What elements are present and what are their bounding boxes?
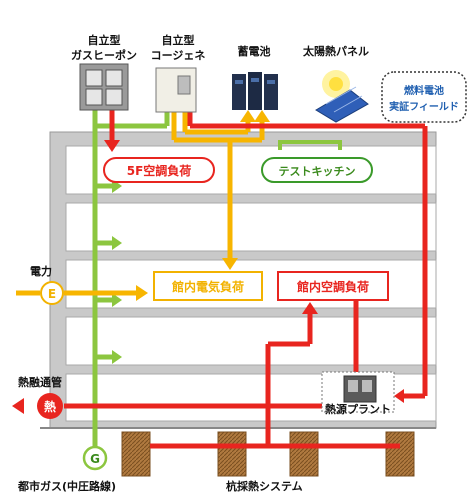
fuel-cell-label-line2: 実証フィールド: [389, 100, 459, 113]
gas-line-kitchen: [278, 140, 342, 150]
electric-lines: [16, 112, 265, 296]
heat-pipe-label: 熱融通管: [18, 375, 62, 389]
building-ac-label: 館内空調負荷: [296, 279, 369, 294]
heat-pipe-symbol: 熱: [44, 399, 56, 414]
gas-heat-pump-unit: [79, 63, 129, 111]
battery-label: 蓄電池: [238, 44, 271, 58]
solar-panel-label: 太陽熱パネル: [302, 44, 369, 58]
heat-pipe-symbol-circle: [37, 393, 63, 419]
city-gas-symbol-circle: [82, 445, 108, 471]
gas-lines: [92, 110, 170, 446]
fuel-cell-box: [381, 71, 467, 123]
solar-panel-unit: [315, 70, 369, 123]
power-symbol-circle: [40, 281, 64, 305]
ac-5f-label: 5F空調負荷: [127, 163, 192, 178]
city-gas-symbol: G: [90, 452, 100, 466]
city-gas-label: 都市ガス(中圧路線): [17, 479, 116, 493]
heat-plant-unit: [343, 375, 377, 403]
test-kitchen-box: [261, 157, 373, 183]
building-electric-label: 館内電気負荷: [171, 279, 244, 294]
pile-system-label: 杭採熱システム: [226, 479, 303, 493]
cogeneration-unit: [155, 67, 197, 113]
ac-5f-box: [103, 157, 215, 183]
gas-heat-pump-label-line2: ガスヒーポン: [71, 48, 137, 62]
cogeneration-label-line2: コージェネ: [151, 49, 206, 62]
building-electric-box: [153, 271, 263, 301]
gas-heat-pump-label-line1: 自立型: [88, 33, 121, 47]
power-label: 電力: [30, 264, 52, 278]
heat-piles: [121, 431, 415, 477]
building-floors: [65, 145, 437, 422]
fuel-cell-label-line1: 燃料電池: [404, 84, 444, 97]
cogeneration-label-line1: 自立型: [162, 33, 195, 47]
battery-unit: [232, 72, 278, 110]
test-kitchen-label: テストキッチン: [279, 165, 356, 178]
heat-plant-label: 熱源プラント: [325, 402, 391, 416]
building-ac-box: [277, 271, 389, 301]
electric-arrows: [136, 110, 270, 301]
power-symbol: E: [48, 287, 56, 301]
